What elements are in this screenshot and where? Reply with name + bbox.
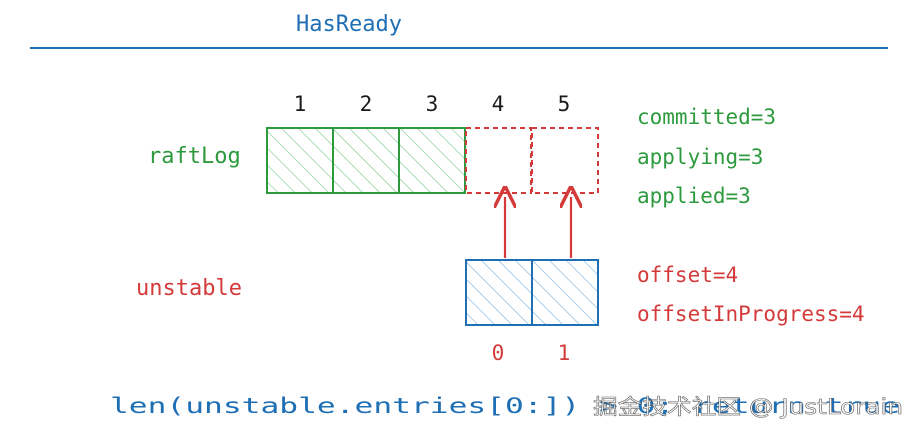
- condition-text: len(unstable.entries[0:]) > 0; return tr…: [110, 394, 900, 418]
- unstable-index: 0: [492, 341, 505, 365]
- raftlog-entry-committed: [266, 127, 334, 194]
- unstable-index: 1: [558, 341, 571, 365]
- raftlog-index: 4: [492, 92, 505, 116]
- raftlog-entry-pending: [465, 127, 532, 194]
- raftlog-applying: applying=3: [637, 145, 763, 169]
- unstable-entry: [465, 259, 533, 326]
- raftlog-index: 3: [426, 92, 439, 116]
- unstable-offset: offset=4: [637, 263, 738, 287]
- raftlog-applied: applied=3: [637, 184, 751, 208]
- unstable-label: unstable: [136, 276, 242, 301]
- watermark: 掘金技术社区 @ JustLorain: [593, 395, 903, 419]
- unstable-offset-in-progress: offsetInProgress=4: [637, 302, 865, 326]
- unstable-entry: [531, 259, 599, 326]
- raftlog-entry-pending: [531, 127, 599, 194]
- raftlog-index: 1: [294, 92, 307, 116]
- raftlog-entry-committed: [398, 127, 466, 194]
- raftlog-entry-committed: [332, 127, 400, 194]
- raftlog-label: raftLog: [148, 144, 241, 169]
- raftlog-index: 2: [360, 92, 373, 116]
- raftlog-committed: committed=3: [637, 105, 776, 129]
- raftlog-index: 5: [558, 92, 571, 116]
- diagram-title: HasReady: [296, 12, 402, 37]
